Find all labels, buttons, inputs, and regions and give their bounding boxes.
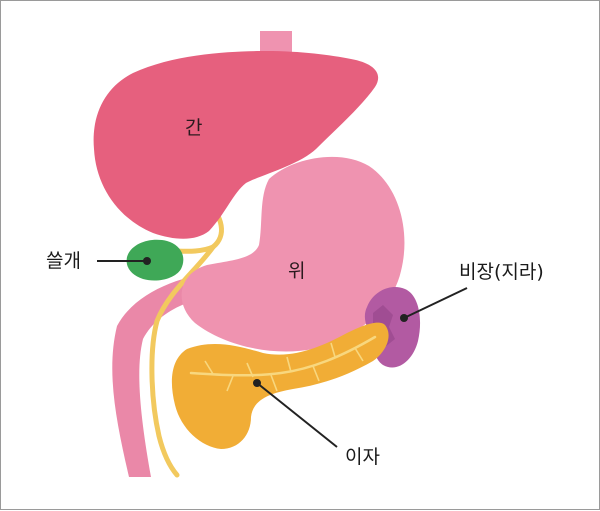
stomach-label: 위 <box>288 260 305 282</box>
pancreatic-branch <box>204 342 364 392</box>
pancreas-leader-line <box>256 382 338 448</box>
pancreatic-duct <box>189 335 377 377</box>
spleen-leader-line <box>403 287 468 319</box>
spleen-marker <box>400 314 408 322</box>
gallbladder-marker <box>143 257 151 265</box>
gallbladder <box>126 239 184 281</box>
pancreas-label: 이자 <box>345 446 380 468</box>
pancreas-marker <box>253 379 261 387</box>
intestine <box>112 271 233 477</box>
gallbladder-label: 쓸개 <box>46 250 81 272</box>
liver <box>93 51 379 239</box>
common-bile-duct <box>149 244 216 478</box>
liver-label: 간 <box>185 117 202 139</box>
stomach <box>181 156 405 352</box>
spleen-label: 비장(지라) <box>459 261 544 283</box>
